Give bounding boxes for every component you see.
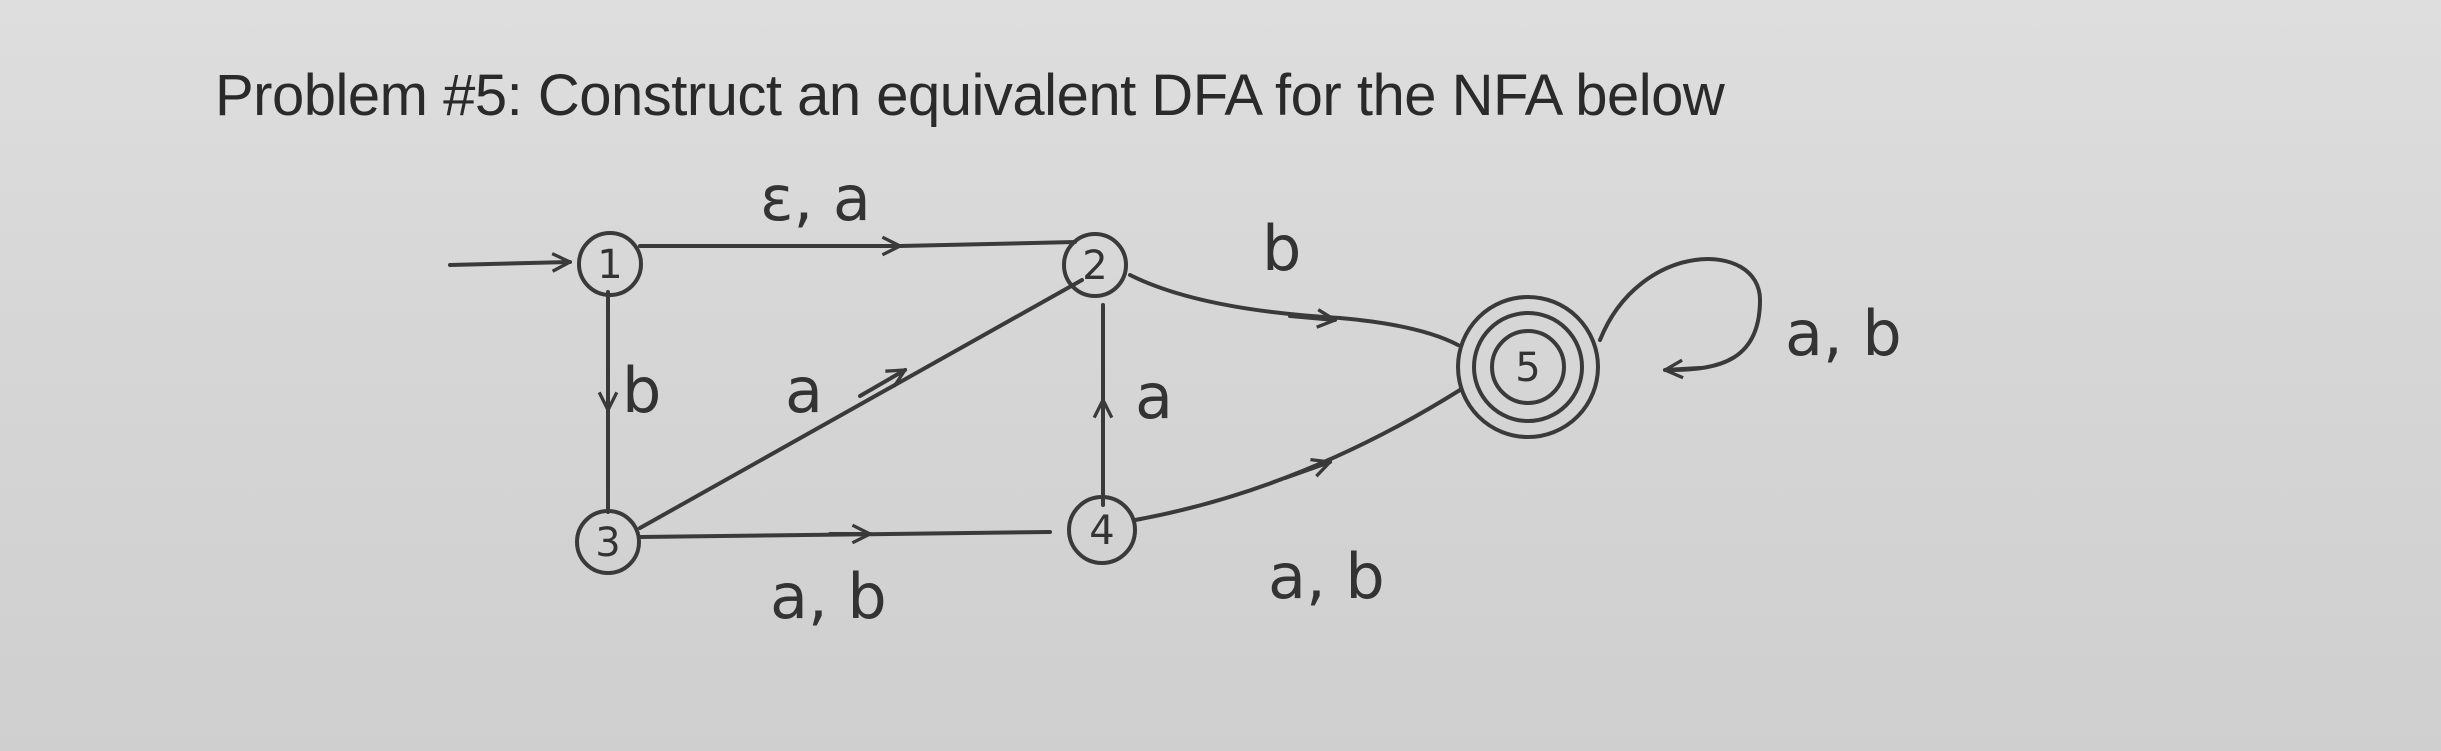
label-3-2: a	[785, 354, 823, 427]
state-5-label: 5	[1515, 345, 1540, 391]
state-4-circle	[1067, 495, 1137, 565]
state-1-label: 1	[597, 242, 622, 288]
state-1-circle	[577, 231, 643, 297]
label-5-5: a, b	[1785, 297, 1902, 370]
state-2-circle	[1062, 232, 1128, 298]
problem-title: Problem #5: Construct an equivalent DFA …	[215, 63, 1725, 128]
edge-2-5-arrowhead	[1288, 316, 1335, 320]
edge-2-5	[1128, 273, 1460, 347]
state-5: 5	[1456, 295, 1600, 439]
edge-4-5	[1133, 388, 1462, 522]
label-1-3: b	[622, 354, 661, 427]
state-3-circle	[575, 509, 641, 575]
edge-5-5-arrowhead	[1665, 368, 1702, 370]
edge-5-5-loop	[1598, 257, 1763, 372]
state-1: 1	[577, 231, 643, 297]
label-2-5: b	[1262, 212, 1301, 285]
label-3-4: a, b	[770, 560, 887, 633]
state-5-inner-circle	[1472, 311, 1584, 423]
state-2: 2	[1062, 232, 1128, 298]
label-4-5: a, b	[1268, 540, 1385, 613]
state-2-label: 2	[1082, 243, 1107, 289]
start-arrow	[448, 262, 570, 265]
state-3-label: 3	[595, 520, 620, 566]
label-1-2: ε, a	[760, 162, 871, 235]
state-5-circle	[1490, 329, 1566, 405]
state-3: 3	[575, 509, 641, 575]
edge-3-2-arrowhead	[858, 368, 905, 398]
label-4-2: a	[1135, 360, 1173, 433]
state-5-outer-circle	[1456, 295, 1600, 439]
state-4: 4	[1067, 495, 1137, 565]
edge-4-5-arrowhead	[1283, 462, 1330, 480]
edge-3-2	[638, 278, 1084, 530]
edge-1-2	[638, 240, 1077, 248]
state-4-label: 4	[1089, 508, 1114, 554]
